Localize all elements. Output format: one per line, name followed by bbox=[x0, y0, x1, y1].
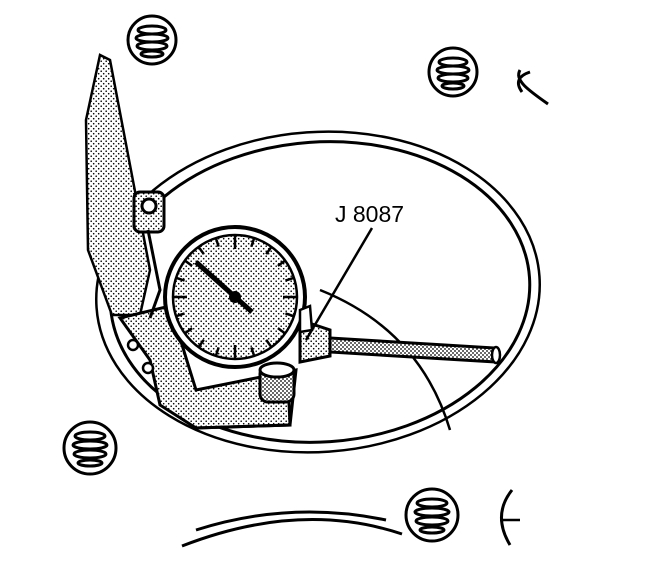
callout-label: J 8087 bbox=[335, 201, 404, 227]
dial-tick bbox=[197, 246, 205, 255]
dial-tick bbox=[184, 327, 193, 335]
dial-tick bbox=[277, 327, 286, 335]
piston-crown-arc bbox=[319, 288, 452, 431]
dial-tick bbox=[214, 347, 220, 357]
dial-tick-marks bbox=[173, 235, 297, 359]
dial-tick bbox=[184, 259, 193, 267]
bolt-hole-bottom-right bbox=[404, 487, 460, 543]
dial-tick bbox=[285, 312, 295, 318]
bolt-hole-top-right bbox=[427, 46, 479, 98]
dial-tick bbox=[285, 276, 295, 282]
dial-tick bbox=[175, 312, 185, 318]
dial-needle bbox=[194, 260, 254, 314]
dial-tick bbox=[250, 347, 256, 357]
bolt-hole-bottom-left bbox=[62, 420, 118, 476]
dial-tick bbox=[265, 339, 273, 348]
tool-callout: J 8087 bbox=[304, 201, 404, 341]
dial-tick bbox=[277, 259, 286, 267]
dial-tick bbox=[214, 237, 220, 247]
dial-indicator bbox=[163, 225, 314, 369]
dial-tick bbox=[175, 276, 185, 282]
adjacent-bore-arc-upper-right bbox=[516, 69, 549, 106]
adjacent-bore-arc-lower-right bbox=[500, 489, 514, 546]
callout-leader-line bbox=[304, 227, 374, 341]
dial-tick bbox=[197, 339, 205, 348]
adjacent-bore-arc-bottom bbox=[181, 510, 403, 548]
dial-tick bbox=[250, 237, 256, 247]
indicator-plunger-rod bbox=[298, 317, 502, 365]
feeler-arm bbox=[84, 53, 152, 317]
clamp-knob bbox=[258, 361, 296, 404]
cylinder-bore bbox=[95, 130, 541, 454]
dial-tick bbox=[265, 246, 273, 255]
indicator-mount-bracket bbox=[132, 190, 166, 319]
bolt-hole-top-left bbox=[126, 14, 178, 66]
